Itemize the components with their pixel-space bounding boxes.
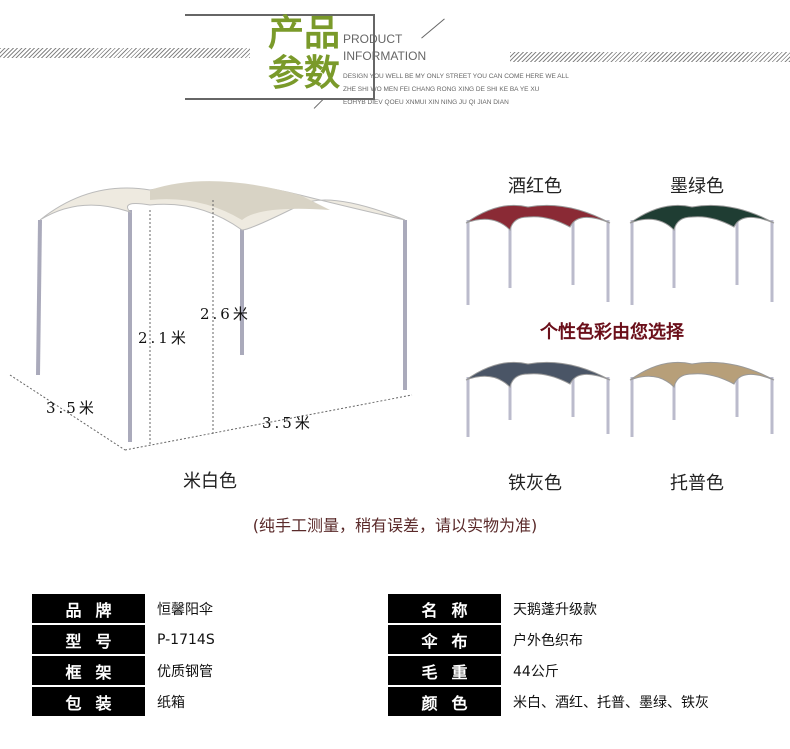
pole <box>36 219 42 376</box>
spec-row-fabric: 伞布户外色织布 <box>388 625 583 654</box>
spec-value: 44公斤 <box>513 663 559 680</box>
spec-row-weight: 毛重 44公斤 <box>388 656 559 685</box>
spec-label: 颜色 <box>388 687 501 716</box>
spec-value: 米白、酒红、托普、墨绿、铁灰 <box>513 694 709 711</box>
canopy <box>629 361 775 388</box>
spec-label: 名称 <box>388 594 501 623</box>
spec-label: 型号 <box>32 625 145 654</box>
main-caption: 米白色 <box>183 471 237 492</box>
spec-label: 品牌 <box>32 594 145 623</box>
variant-gazebo-gray <box>465 361 611 437</box>
spec-value: P-1714S <box>157 631 215 648</box>
spec-row-color: 颜色米白、酒红、托普、墨绿、铁灰 <box>388 687 709 716</box>
spec-label: 伞布 <box>388 625 501 654</box>
spec-value: 天鹅蓬升级款 <box>513 601 597 618</box>
header-hatch-left <box>0 48 250 58</box>
spec-value: 纸箱 <box>157 694 185 711</box>
choose-color-text: 个性色彩由您选择 <box>540 322 684 343</box>
header-subtext: DESIGN YOU WELL BE MY ONLY STREET YOU CA… <box>343 73 569 106</box>
variant-gazebo-wine <box>465 204 611 305</box>
variant-caption: 墨绿色 <box>670 176 724 197</box>
main-gazebo-image <box>9 181 413 451</box>
canopy-shade <box>150 181 330 220</box>
spec-label: 毛重 <box>388 656 501 685</box>
variant-caption: 铁灰色 <box>508 473 562 494</box>
dim-height-low: 2.1米 <box>138 329 189 347</box>
spec-row-package: 包装纸箱 <box>32 687 185 716</box>
canopy <box>629 204 775 231</box>
measurement-note: (纯手工测量，稍有误差，请以实物为准) <box>252 516 538 535</box>
dim-height-high: 2.6米 <box>200 305 251 323</box>
canopy <box>465 204 611 231</box>
spec-row-model: 型号 P-1714S <box>32 625 215 654</box>
header-hatch-right <box>510 52 790 62</box>
page-title: 产品参数 <box>268 13 341 94</box>
dim-depth: 3.5米 <box>46 399 97 417</box>
variant-gazebo-taupe <box>629 361 775 437</box>
canopy <box>465 361 611 388</box>
spec-label: 包装 <box>32 687 145 716</box>
dim-width: 3.5米 <box>262 414 313 432</box>
spec-row-brand: 品牌恒馨阳伞 <box>32 594 213 623</box>
spec-label: 框架 <box>32 656 145 685</box>
variant-caption: 酒红色 <box>508 176 562 197</box>
variant-gazebo-green <box>629 204 775 305</box>
spec-value: 恒馨阳伞 <box>157 601 213 618</box>
variant-caption: 托普色 <box>670 473 724 494</box>
header-frame <box>185 14 375 100</box>
spec-row-name: 名称天鹅蓬升级款 <box>388 594 597 623</box>
spec-value: 户外色织布 <box>513 632 583 649</box>
spec-value: 优质钢管 <box>157 663 213 680</box>
spec-row-frame: 框架优质钢管 <box>32 656 213 685</box>
